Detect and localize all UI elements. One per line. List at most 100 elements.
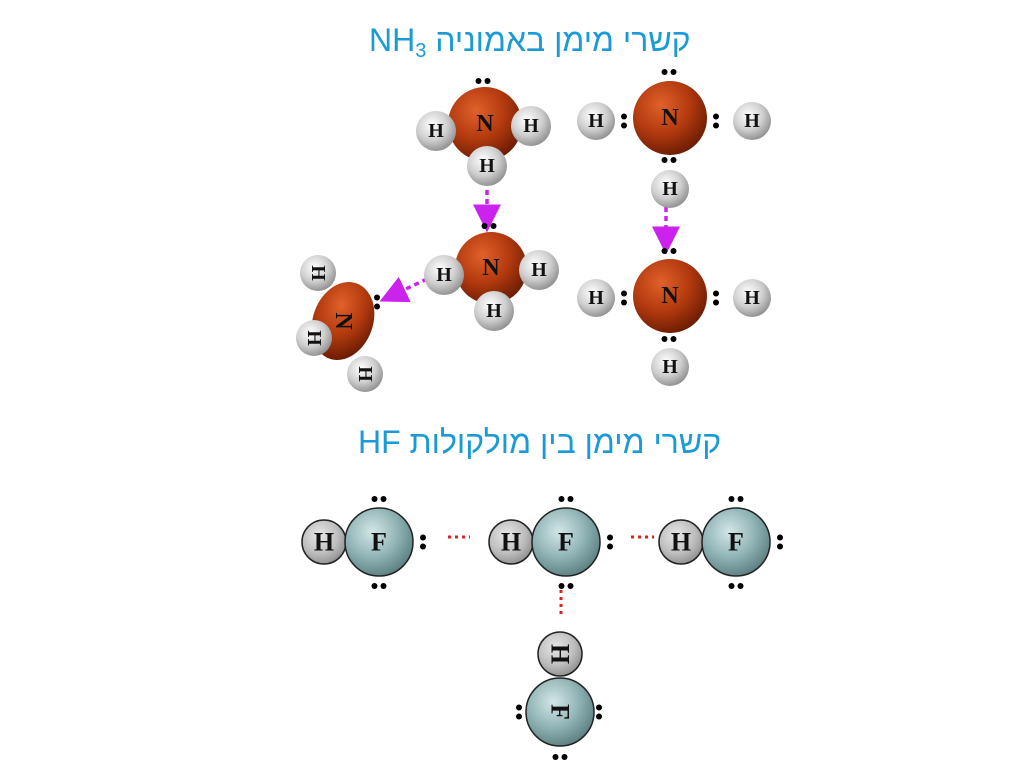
electron-dot <box>567 583 574 589</box>
atom-symbol: N <box>476 111 494 137</box>
lone-pair <box>621 113 627 129</box>
lone-pair <box>713 290 719 306</box>
atom-sphere <box>455 232 527 304</box>
electron-dot <box>661 69 668 75</box>
atom-sphere <box>733 102 771 140</box>
electron-dot <box>552 754 559 760</box>
hydrogen-atom: H <box>733 102 771 140</box>
atom-sphere <box>633 81 707 155</box>
lone-pair <box>661 248 677 254</box>
lone-pair <box>661 69 677 75</box>
atom-symbol: H <box>486 300 502 322</box>
atom-symbol: N <box>661 283 679 309</box>
fluorine-atom: F <box>525 677 595 747</box>
atom-symbol: H <box>436 264 452 286</box>
atom-sphere <box>474 291 514 331</box>
atom-symbol: N <box>482 255 500 281</box>
atom-symbol: H <box>354 366 376 382</box>
atom-symbol: F <box>728 528 744 557</box>
atom-symbol: H <box>307 265 329 281</box>
electron-dot <box>713 290 719 297</box>
electron-dot <box>777 543 783 550</box>
atom-sphere <box>531 507 601 577</box>
atom-symbol: F <box>371 528 387 557</box>
atom-sphere <box>300 255 336 291</box>
electron-dot <box>420 534 426 541</box>
atom-symbol: H <box>303 330 325 346</box>
electron-dot <box>596 713 602 720</box>
electron-dot <box>661 336 668 342</box>
lone-pair <box>558 583 574 589</box>
atom-symbol: H <box>671 528 691 557</box>
atom-symbol: H <box>479 155 495 177</box>
electron-dot <box>516 704 522 711</box>
electron-dot <box>670 248 677 254</box>
hydrogen-atom: H <box>537 631 583 677</box>
lone-pair <box>371 496 387 502</box>
atom-sphere <box>511 106 551 146</box>
electron-dot <box>484 78 491 84</box>
electron-dot <box>380 583 387 589</box>
atom-sphere <box>344 507 414 577</box>
atom-symbol: H <box>501 528 521 557</box>
atom-symbol: H <box>523 115 539 137</box>
atom-sphere <box>296 320 332 356</box>
electron-dot <box>607 534 613 541</box>
atom-symbol: F <box>546 704 575 720</box>
atom-symbol: H <box>662 178 678 200</box>
lone-pair <box>374 294 380 310</box>
atom-sphere <box>519 250 559 290</box>
hydrogen-atom: H <box>577 279 615 317</box>
electron-dot <box>728 583 735 589</box>
lone-pair <box>728 583 744 589</box>
atom-symbol: H <box>314 528 334 557</box>
hydrogen-atom: H <box>651 348 689 386</box>
title-hf-hydrogen-bonds: HF קשרי מימן בין מולקולות <box>358 424 721 461</box>
electron-dot <box>621 290 627 297</box>
electron-dot <box>713 299 719 306</box>
title-hf-formula: HF <box>358 424 401 460</box>
lone-pair <box>777 534 783 550</box>
atom-sphere <box>577 102 615 140</box>
nitrogen-atom: N <box>448 87 522 161</box>
fluorine-atom: F <box>701 507 771 577</box>
electron-dot <box>713 113 719 120</box>
lone-pair <box>728 496 744 502</box>
title-ammonia-text: קשרי מימן באמוניה <box>435 22 691 58</box>
electron-dot <box>481 223 488 229</box>
electron-dot <box>371 496 378 502</box>
hydrogen-atom: H <box>424 255 464 295</box>
title-ammonia-hydrogen-bonds: NH3 קשרי מימן באמוניה <box>369 22 691 63</box>
atom-symbol: H <box>744 110 760 132</box>
electron-dot <box>670 336 677 342</box>
electron-dot <box>621 299 627 306</box>
electron-dot <box>670 157 677 163</box>
atom-sphere <box>651 348 689 386</box>
atom-sphere <box>448 87 522 161</box>
atom-sphere <box>633 259 707 333</box>
atom-symbol: H <box>588 287 604 309</box>
electron-dot <box>728 496 735 502</box>
atom-symbol: H <box>588 110 604 132</box>
atom-symbol: N <box>661 105 679 131</box>
atom-sphere <box>701 507 771 577</box>
hydrogen-bond-arrow <box>379 276 428 303</box>
atom-sphere <box>424 255 464 295</box>
atom-sphere <box>537 631 583 677</box>
atom-sphere <box>651 170 689 208</box>
lone-pair <box>713 113 719 129</box>
atom-symbol: H <box>428 120 444 142</box>
lone-pair <box>558 496 574 502</box>
atom-symbol: H <box>744 287 760 309</box>
electron-dot <box>777 534 783 541</box>
fluorine-atom: F <box>344 507 414 577</box>
atom-symbol: F <box>558 528 574 557</box>
electron-dot <box>607 543 613 550</box>
atom-sphere <box>416 111 456 151</box>
lone-pair <box>661 157 677 163</box>
nitrogen-atom: N <box>633 259 707 333</box>
electron-dot <box>561 754 568 760</box>
hydrogen-atom: H <box>511 106 551 146</box>
hydrogen-atom: H <box>467 146 507 186</box>
